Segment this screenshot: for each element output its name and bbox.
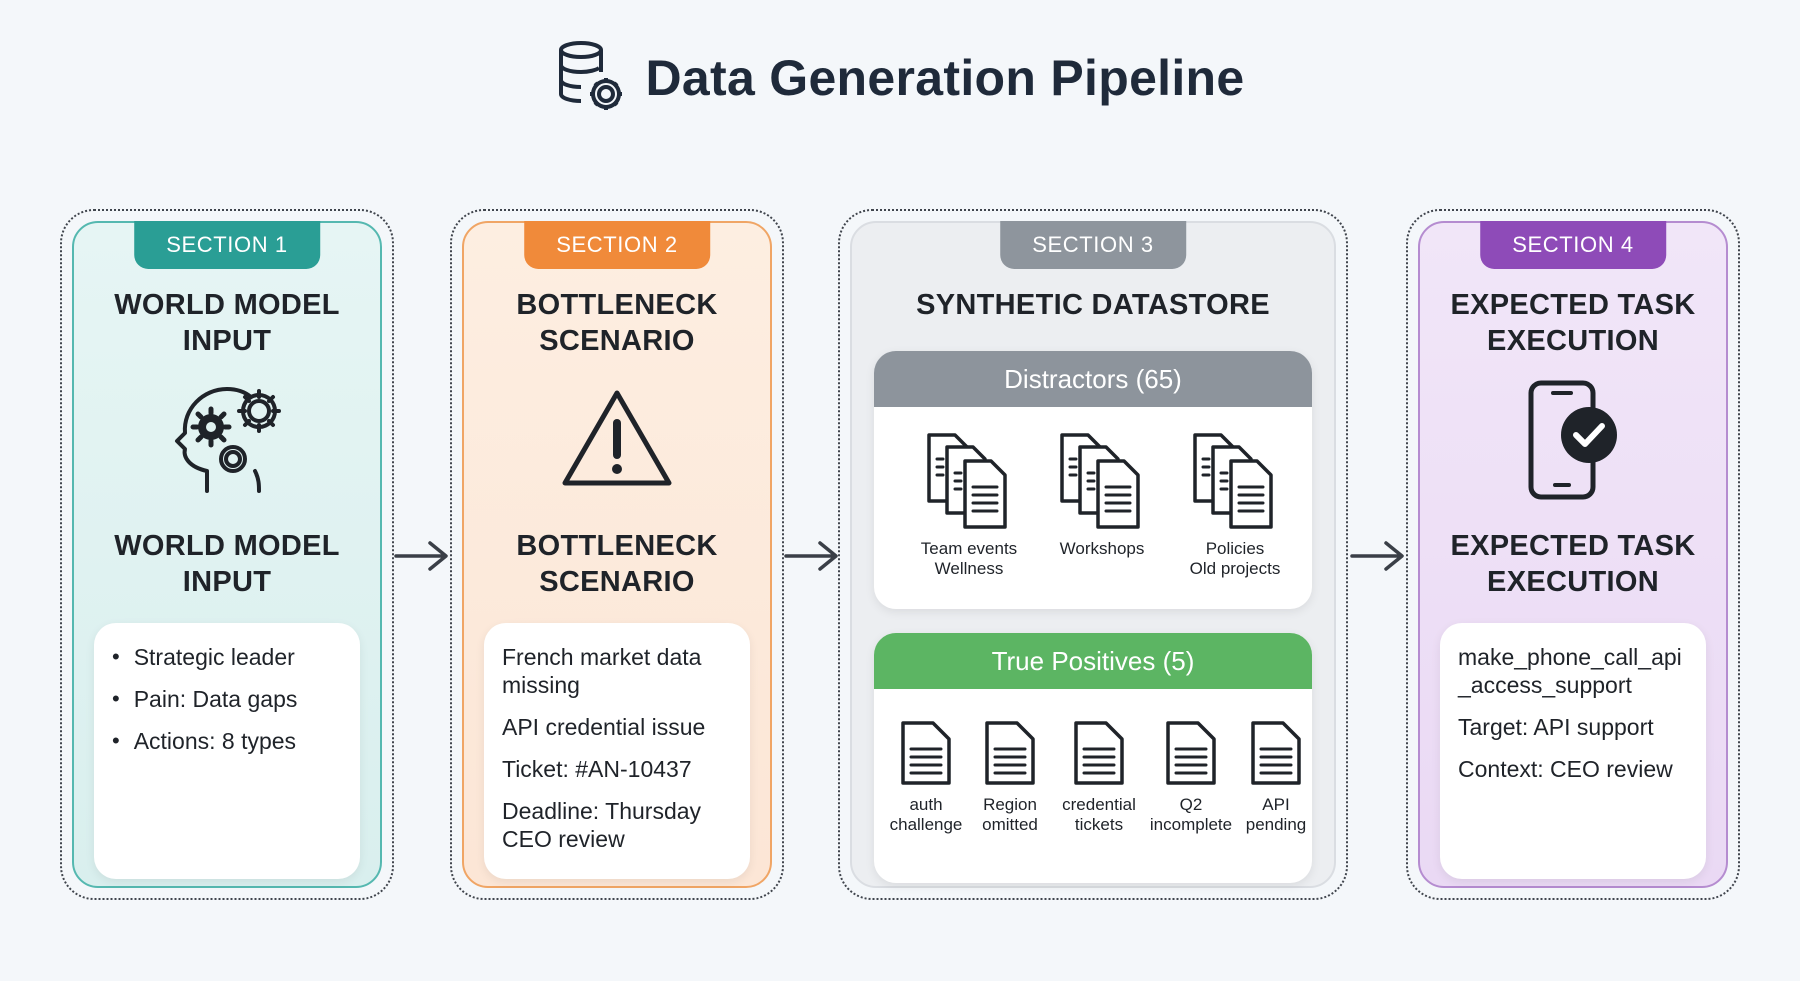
documents-stack-icon bbox=[1060, 433, 1140, 529]
arrow-right-icon bbox=[784, 541, 838, 571]
warning-icon bbox=[562, 390, 672, 486]
section-tab: SECTION 1 bbox=[134, 221, 320, 269]
true-positive-doc: Q2 incomplete bbox=[1146, 719, 1236, 835]
phone-check-icon bbox=[1528, 380, 1617, 500]
section-title: SYNTHETIC DATASTORE bbox=[916, 289, 1270, 321]
section-panel: SECTION 4 EXPECTED TASK EXECUTION EXPECT… bbox=[1418, 221, 1728, 888]
section-title: EXPECTED TASK EXECUTION bbox=[1450, 289, 1696, 357]
list-item: Context: CEO review bbox=[1458, 756, 1673, 782]
section-synthetic-datastore: SECTION 3 SYNTHETIC DATASTORE Distractor… bbox=[838, 209, 1348, 900]
section-subtitle: BOTTLENECK SCENARIO bbox=[516, 530, 718, 598]
head-gears-icon bbox=[175, 387, 281, 493]
list-item: Pain: Data gaps bbox=[112, 685, 342, 713]
true-positives-header: True Positives (5) bbox=[874, 633, 1312, 689]
document-icon bbox=[985, 721, 1035, 785]
document-icon bbox=[1166, 721, 1216, 785]
section-panel: SECTION 3 SYNTHETIC DATASTORE Distractor… bbox=[850, 221, 1336, 888]
section-panel: SECTION 1 WORLD MODEL INPUT bbox=[72, 221, 382, 888]
list-item: Strategic leader bbox=[112, 643, 342, 671]
details-card: make_phone_call_api_access_support Targe… bbox=[1440, 623, 1706, 879]
section-expected-execution: SECTION 4 EXPECTED TASK EXECUTION EXPECT… bbox=[1406, 209, 1740, 900]
true-positives-panel: True Positives (5) auth challenge Region… bbox=[874, 633, 1312, 883]
documents-stack-icon bbox=[927, 433, 1007, 529]
document-icon bbox=[901, 721, 951, 785]
list-item: Target: API support bbox=[1458, 714, 1654, 740]
document-icon bbox=[1074, 721, 1124, 785]
page-header: Data Generation Pipeline bbox=[0, 38, 1800, 118]
distractor-group: Workshops bbox=[1037, 431, 1167, 559]
list-item: Actions: 8 types bbox=[112, 727, 342, 755]
distractors-header: Distractors (65) bbox=[874, 351, 1312, 407]
section-title: BOTTLENECK SCENARIO bbox=[516, 289, 718, 357]
section-tab: SECTION 2 bbox=[524, 221, 710, 269]
database-gear-icon bbox=[559, 41, 623, 110]
page-title: Data Generation Pipeline bbox=[645, 50, 1245, 106]
list-item: make_phone_call_api_access_support bbox=[1458, 644, 1682, 698]
true-positive-doc: auth challenge bbox=[886, 719, 966, 835]
section-subtitle: EXPECTED TASK EXECUTION bbox=[1450, 530, 1696, 598]
section-panel: SECTION 2 BOTTLENECK SCENARIO BOTTLENECK… bbox=[462, 221, 772, 888]
list-item: Ticket: #AN-10437 bbox=[502, 756, 692, 782]
list-item: French market data missing bbox=[502, 644, 702, 698]
details-card: Strategic leader Pain: Data gaps Actions… bbox=[94, 623, 360, 879]
section-subtitle: WORLD MODEL INPUT bbox=[114, 530, 340, 598]
list-item: Deadline: Thursday CEO review bbox=[502, 798, 702, 852]
section-tab: SECTION 3 bbox=[1000, 221, 1186, 269]
arrow-right-icon bbox=[394, 541, 448, 571]
arrow-right-icon bbox=[1350, 541, 1404, 571]
section-title: WORLD MODEL INPUT bbox=[114, 289, 340, 357]
true-positive-doc: Region omitted bbox=[970, 719, 1050, 835]
document-icon bbox=[1251, 721, 1301, 785]
details-card: French market data missing API credentia… bbox=[484, 623, 750, 879]
distractor-group: Policies Old projects bbox=[1170, 431, 1300, 579]
section-bottleneck: SECTION 2 BOTTLENECK SCENARIO BOTTLENECK… bbox=[450, 209, 784, 900]
distractors-panel: Distractors (65) Team events Wellness bbox=[874, 351, 1312, 609]
section-world-model: SECTION 1 WORLD MODEL INPUT bbox=[60, 209, 394, 900]
true-positive-doc: credential tickets bbox=[1054, 719, 1144, 835]
true-positive-doc: API pending bbox=[1238, 719, 1312, 835]
list-item: API credential issue bbox=[502, 714, 706, 740]
documents-stack-icon bbox=[1193, 433, 1273, 529]
section-tab: SECTION 4 bbox=[1480, 221, 1666, 269]
distractor-group: Team events Wellness bbox=[904, 431, 1034, 579]
